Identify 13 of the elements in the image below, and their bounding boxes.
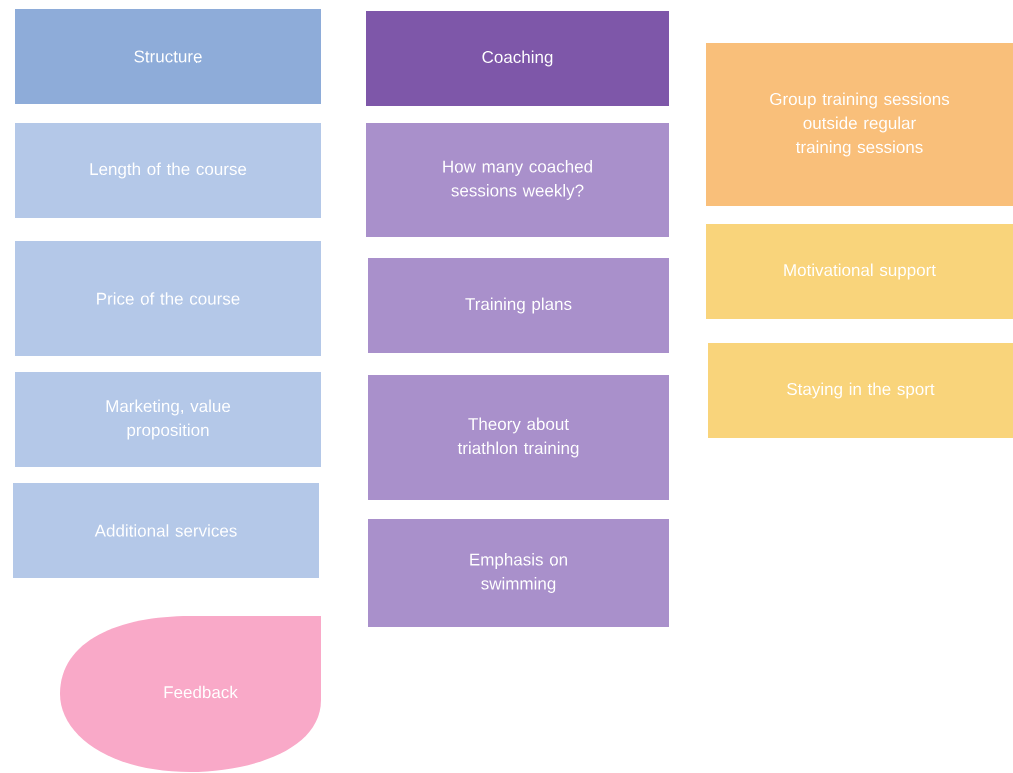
topic-box: Price of the course — [15, 241, 321, 356]
topic-box: Group training sessions outside regular training sessions — [706, 43, 1013, 206]
heading-box: Structure — [15, 9, 321, 104]
heading-box: Coaching — [366, 11, 669, 106]
topic-box: Marketing, value proposition — [15, 372, 321, 467]
topic-box: Training plans — [368, 258, 669, 353]
topic-box: Theory about triathlon training — [368, 375, 669, 500]
topic-box: Emphasis on swimming — [368, 519, 669, 627]
topic-box: Additional services — [13, 483, 319, 578]
topic-box: Motivational support — [706, 224, 1013, 319]
topic-box: How many coached sessions weekly? — [366, 123, 669, 237]
topic-box: Staying in the sport — [708, 343, 1013, 438]
topic-box: Length of the course — [15, 123, 321, 218]
